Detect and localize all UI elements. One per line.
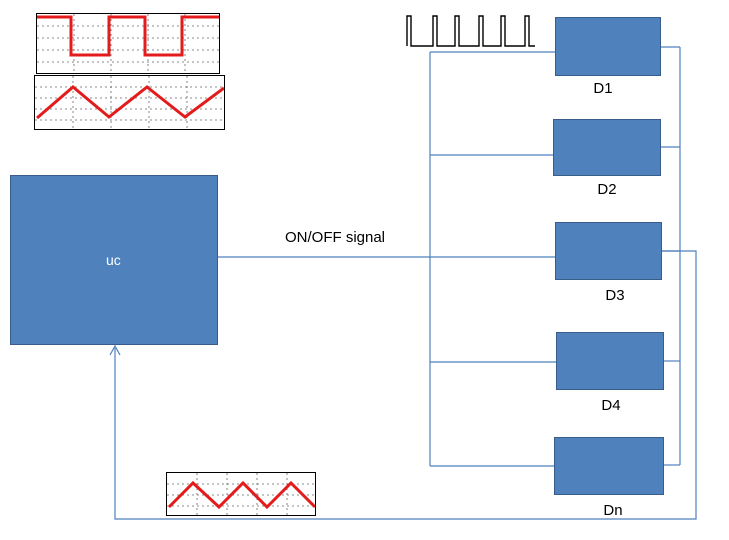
device-label-d4: D4 bbox=[601, 397, 621, 414]
feedback-triangle-scope-icon bbox=[166, 472, 316, 516]
triangle-wave-scope-icon bbox=[34, 75, 225, 130]
device-label-dn: Dn bbox=[603, 502, 623, 519]
signal-label: ON/OFF signal bbox=[285, 229, 386, 246]
device-block-d1 bbox=[555, 17, 661, 76]
device-label-d1: D1 bbox=[593, 80, 613, 97]
pulse-train-icon bbox=[406, 15, 535, 47]
device-label-d2: D2 bbox=[597, 181, 617, 198]
feedback-wire bbox=[114, 250, 697, 520]
device-label-d3: D3 bbox=[605, 287, 625, 304]
device-block-d4 bbox=[556, 332, 664, 390]
arrowhead-icon bbox=[109, 344, 121, 356]
uc-block: uc bbox=[10, 175, 218, 345]
device-block-d3 bbox=[555, 222, 662, 280]
device-block-d2 bbox=[553, 119, 661, 176]
square-wave-scope-icon bbox=[36, 13, 220, 74]
uc-label: uc bbox=[106, 252, 121, 268]
device-block-dn bbox=[554, 437, 664, 495]
